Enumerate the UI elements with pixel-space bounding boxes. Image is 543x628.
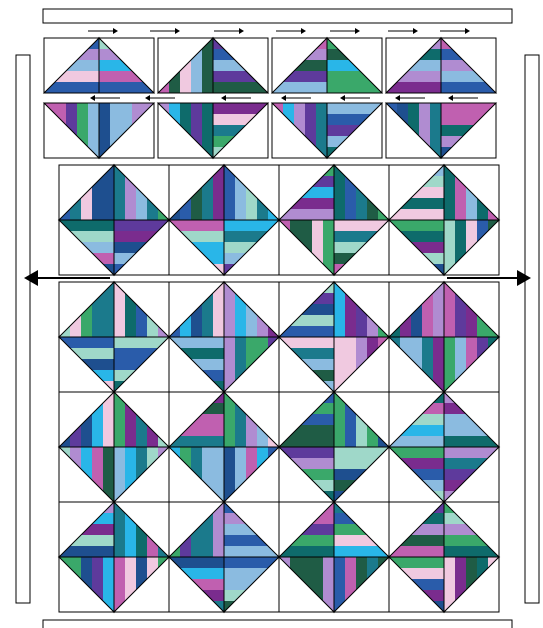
arrowhead-left-icon xyxy=(145,95,150,101)
arrowhead-right-icon xyxy=(175,28,180,34)
arrowhead-left-icon xyxy=(90,95,95,101)
arrowhead-right-icon xyxy=(355,28,360,34)
arrowhead-left-icon xyxy=(395,95,400,101)
arrowhead-right-icon xyxy=(239,28,244,34)
left-border-strip xyxy=(16,55,30,603)
arrowhead-left-icon xyxy=(340,95,345,101)
bottom-border-strip xyxy=(43,620,512,628)
arrowhead-right-icon xyxy=(301,28,306,34)
arrowhead-right-icon xyxy=(413,28,418,34)
arrowhead-left-icon xyxy=(281,95,286,101)
arrowhead-right-icon xyxy=(113,28,118,34)
top-border-strip xyxy=(43,9,512,23)
arrowhead-right-icon xyxy=(465,28,470,34)
arrowhead-left-icon xyxy=(221,95,226,101)
arrowhead-left-icon xyxy=(448,95,453,101)
right-border-strip xyxy=(525,55,539,603)
